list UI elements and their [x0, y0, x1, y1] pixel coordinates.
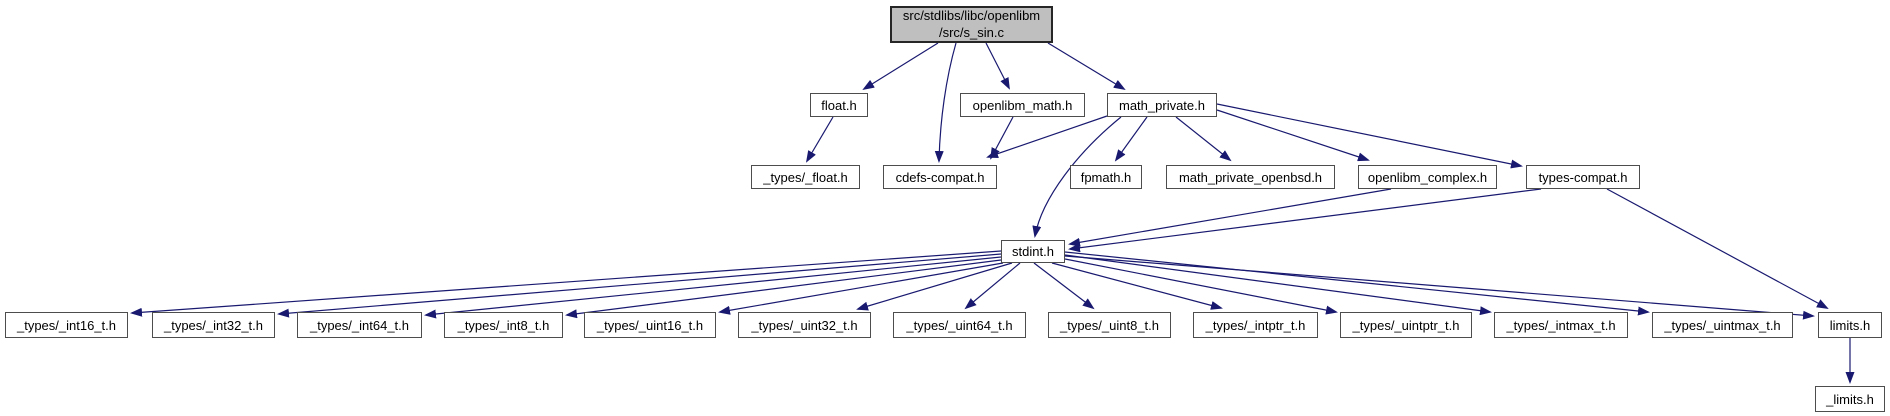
node-openlibm-complex-h[interactable]: openlibm_complex.h: [1358, 165, 1497, 189]
edge-stdint-h-to-int16-t: [130, 250, 1002, 317]
edge-s-sin-to-openlibm-math-h: [985, 42, 1010, 90]
edge-stdint-h-to-intmax-t: [1064, 254, 1492, 316]
edge-math-private-h-to-math-private-openbsd-h: [1175, 116, 1232, 162]
node-types-compat-h[interactable]: types-compat.h: [1526, 165, 1640, 189]
node-s-sin-c-label-line2: /src/s_sin.c: [938, 24, 1004, 40]
node-types-int16-t-h[interactable]: _types/_int16_t.h: [5, 312, 128, 338]
edge-s-sin-to-float-h: [862, 42, 939, 91]
edge-stdint-h-to-uintptr-t: [1064, 258, 1338, 315]
edge-math-private-h-to-openlibm-complex-h: [1216, 109, 1370, 162]
node-cdefs-compat-h[interactable]: cdefs-compat.h: [883, 165, 997, 189]
edge-stdint-h-to-uint8-t: [1033, 262, 1095, 310]
edge-types-compat-h-to-stdint-h: [1068, 188, 1542, 253]
edge-stdint-h-to-limits-h: [1064, 255, 1815, 320]
node-fpmath-h[interactable]: fpmath.h: [1070, 165, 1142, 189]
node-s-sin-c: src/stdlibs/libc/openlibm /src/s_sin.c: [890, 6, 1053, 43]
edge-stdint-h-to-int32-t: [277, 253, 1002, 318]
node-types-intptr-t-h[interactable]: _types/_intptr_t.h: [1193, 312, 1318, 338]
node-float-h[interactable]: float.h: [810, 93, 868, 117]
node-types-uintptr-t-h[interactable]: _types/_uintptr_t.h: [1340, 312, 1472, 338]
node-types-uintmax-t-h[interactable]: _types/_uintmax_t.h: [1652, 312, 1793, 338]
node-types-float-h[interactable]: _types/_float.h: [751, 165, 860, 189]
node-limits-h[interactable]: limits.h: [1818, 312, 1882, 338]
node-types-int8-t-h[interactable]: _types/_int8_t.h: [444, 312, 563, 338]
edge-stdint-h-to-int64-t: [424, 256, 1002, 319]
edge-stdint-h-to-uint16-t: [718, 262, 1004, 315]
edge-math-private-h-to-types-compat-h: [1216, 103, 1523, 169]
node-math-private-openbsd-h[interactable]: math_private_openbsd.h: [1166, 165, 1335, 189]
node-openlibm-math-h[interactable]: openlibm_math.h: [960, 93, 1085, 117]
node-underscore-limits-h[interactable]: _limits.h: [1815, 386, 1885, 412]
edge-stdint-h-to-int8-t: [565, 259, 1002, 319]
edge-s-sin-to-cdefs-compat-h: [934, 42, 957, 163]
edge-stdint-h-to-uint64-t: [964, 262, 1021, 310]
edge-stdint-h-to-uint32-t: [856, 262, 1013, 311]
node-types-intmax-t-h[interactable]: _types/_intmax_t.h: [1494, 312, 1628, 338]
node-types-uint16-t-h[interactable]: _types/_uint16_t.h: [584, 312, 716, 338]
node-stdint-h[interactable]: stdint.h: [1001, 240, 1065, 263]
node-types-int32-t-h[interactable]: _types/_int32_t.h: [152, 312, 275, 338]
edge-types-compat-h-to-limits-h: [1606, 188, 1829, 309]
edge-stdint-h-to-intptr-t: [1051, 262, 1223, 310]
edge-math-private-h-to-fpmath-h: [1114, 116, 1148, 162]
edge-math-private-h-to-cdefs-compat-h: [986, 115, 1108, 158]
edge-openlibm-complex-h-to-stdint-h: [1068, 188, 1392, 247]
node-types-uint8-t-h[interactable]: _types/_uint8_t.h: [1048, 312, 1171, 338]
node-types-uint64-t-h[interactable]: _types/_uint64_t.h: [893, 312, 1026, 338]
edge-math-private-h-to-stdint-h: [1032, 116, 1122, 238]
node-types-int64-t-h[interactable]: _types/_int64_t.h: [297, 312, 422, 338]
edge-stdint-h-to-uintmax-t: [1064, 251, 1650, 316]
edge-s-sin-to-math-private-h: [1047, 42, 1126, 91]
node-math-private-h[interactable]: math_private.h: [1107, 93, 1217, 117]
node-types-uint32-t-h[interactable]: _types/_uint32_t.h: [738, 312, 871, 338]
node-s-sin-c-label-line1: src/stdlibs/libc/openlibm: [902, 8, 1041, 24]
edge-float-h-to-types-float-h: [805, 116, 834, 163]
